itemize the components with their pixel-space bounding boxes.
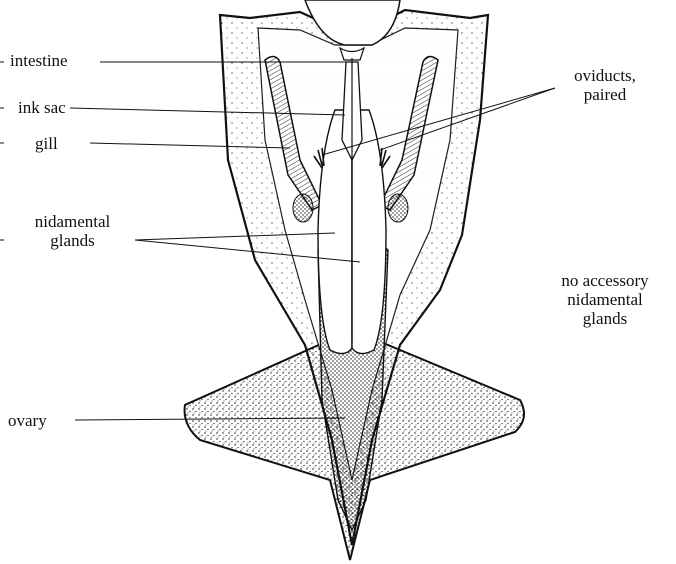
label-ink-sac: ink sac xyxy=(18,98,66,117)
label-no-accessory-line2: nidamental xyxy=(540,290,670,309)
label-gill: gill xyxy=(35,134,58,153)
label-nidamental-glands: nidamental glands xyxy=(15,212,130,250)
label-ovary: ovary xyxy=(8,411,47,430)
label-no-accessory-nidamental-glands: no accessory nidamental glands xyxy=(540,271,670,328)
label-oviducts-line2: paired xyxy=(545,85,665,104)
label-no-accessory-line3: glands xyxy=(540,309,670,328)
branchial-heart-right xyxy=(388,194,408,222)
branchial-heart-left xyxy=(293,194,313,222)
label-intestine: intestine xyxy=(10,51,68,70)
label-oviducts-paired: oviducts, paired xyxy=(545,66,665,104)
label-nidamental-line1: nidamental xyxy=(15,212,130,231)
label-no-accessory-line1: no accessory xyxy=(540,271,670,290)
label-oviducts-line1: oviducts, xyxy=(545,66,665,85)
label-nidamental-line2: glands xyxy=(15,231,130,250)
